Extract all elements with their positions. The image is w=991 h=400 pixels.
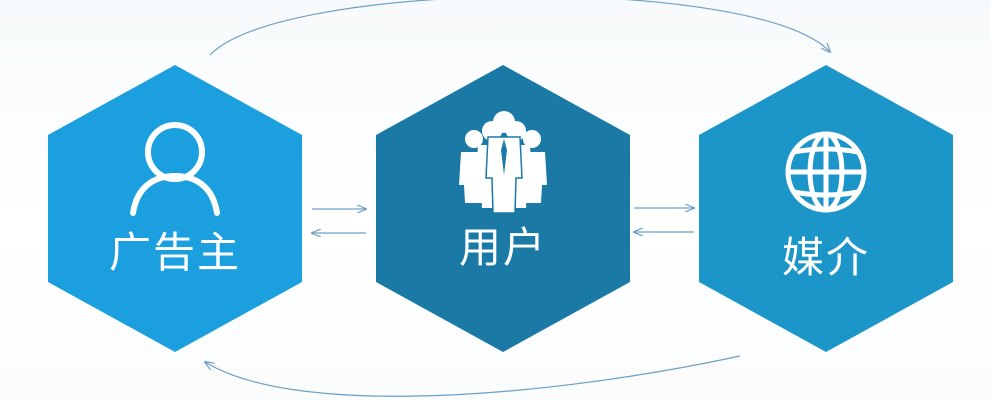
node-label-user: 用户 xyxy=(459,223,547,272)
globe-icon xyxy=(785,131,867,213)
node-advertiser: 广告主 xyxy=(48,65,302,352)
cycle-arrow-bottom xyxy=(205,355,741,397)
node-media: 媒介 xyxy=(699,65,953,352)
node-label-media: 媒介 xyxy=(782,233,870,282)
person-icon xyxy=(130,122,220,216)
group-icon xyxy=(459,111,547,214)
node-label-advertiser: 广告主 xyxy=(109,228,241,277)
node-user: 用户 xyxy=(376,65,630,352)
cycle-arrow-top xyxy=(209,0,830,56)
hexagon-advertiser xyxy=(48,65,302,352)
